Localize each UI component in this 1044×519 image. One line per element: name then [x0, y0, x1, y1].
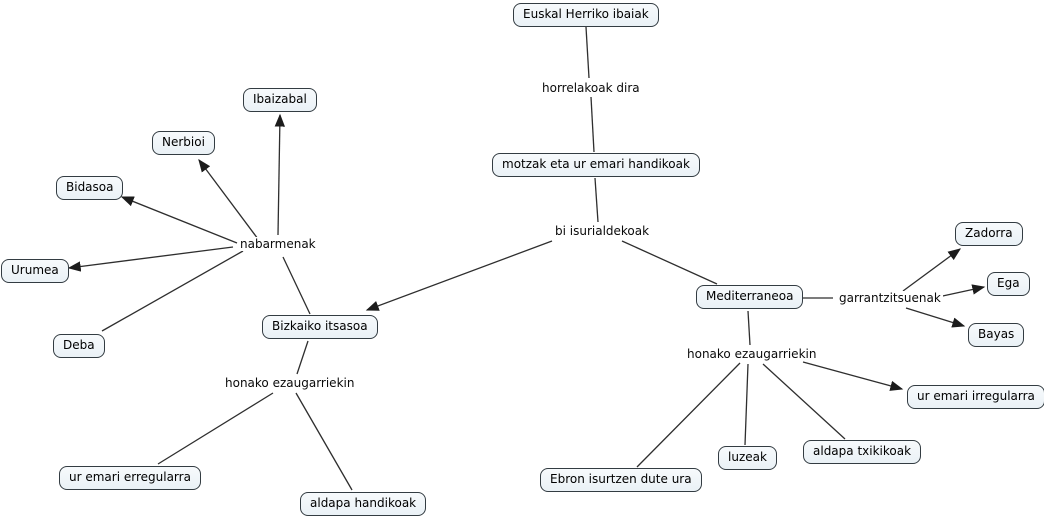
concept-luzeak[interactable]: luzeak	[718, 446, 777, 470]
edge-garrantzitsuenak-bayas	[905, 307, 966, 328]
edge-honako-right-aldapa-txikikoak	[762, 363, 846, 440]
edge-nabarmenak-urumea	[67, 246, 234, 272]
concept-zadorra[interactable]: Zadorra	[955, 222, 1023, 246]
concept-urumea[interactable]: Urumea	[1, 259, 69, 283]
edge-nabarmenak-ibaizabal	[274, 113, 286, 236]
edge-garrantzitsuenak-zadorra	[902, 248, 962, 292]
edge-biisurialdekoak-mediterraneoa	[621, 240, 718, 285]
concept-mediterraneoa[interactable]: Mediterraneoa	[696, 285, 804, 309]
edge-mediterraneoa-honako-right	[747, 310, 751, 346]
edge-honako-left-aldapa-handikoak	[295, 392, 353, 491]
concept-ebron-isurtzen-dute-ura[interactable]: Ebron isurtzen dute ura	[540, 468, 702, 492]
linking-phrase-honako-ezaugarriekin-right[interactable]: honako ezaugarriekin	[685, 347, 819, 361]
edge-honako-right-luzeak	[744, 363, 749, 446]
concept-aldapa-handikoak[interactable]: aldapa handikoak	[300, 492, 427, 516]
linking-phrase-horrelakoak-dira[interactable]: horrelakoak dira	[540, 81, 642, 95]
edge-euskal-horrelakoak	[585, 26, 590, 79]
concept-nerbioi[interactable]: Nerbioi	[152, 131, 215, 155]
edge-nabarmenak-deba	[101, 250, 244, 332]
edge-horrelakoak-motzak	[590, 96, 595, 153]
concept-ur-emari-irregularra[interactable]: ur emari irregularra	[907, 385, 1044, 409]
linking-phrase-nabarmenak[interactable]: nabarmenak	[238, 237, 318, 251]
edge-nabarmenak-nerbioi	[198, 158, 259, 240]
linking-phrase-bi-isurialdekoak[interactable]: bi isurialdekoak	[553, 224, 652, 238]
edge-honako-right-uremari-irregularra	[802, 361, 904, 391]
edge-motzak-biisurialdekoak	[594, 177, 599, 223]
edge-nabarmenak-bidasoa	[120, 196, 238, 244]
edge-honako-left-uremari-erregularra	[157, 392, 274, 465]
concept-bizkaiko-itsasoa[interactable]: Bizkaiko itsasoa	[262, 315, 378, 339]
concept-motzak-eta-ur-emari-handikoak[interactable]: motzak eta ur emari handikoak	[492, 153, 700, 177]
edge-bizkaiko-nabarmenak	[282, 256, 311, 315]
edge-biisurialdekoak-bizkaiko	[365, 240, 553, 311]
linking-phrase-honako-ezaugarriekin-left[interactable]: honako ezaugarriekin	[223, 376, 357, 390]
edge-garrantzitsuenak-ega	[937, 284, 986, 298]
concept-aldapa-txikikoak[interactable]: aldapa txikikoak	[803, 440, 922, 464]
edge-bizkaiko-honako-left	[296, 340, 309, 375]
concept-deba[interactable]: Deba	[53, 334, 105, 358]
concept-ur-emari-erregularra[interactable]: ur emari erregularra	[59, 466, 201, 490]
linking-phrase-garrantzitsuenak[interactable]: garrantzitsuenak	[837, 291, 943, 305]
concept-bayas[interactable]: Bayas	[968, 323, 1025, 347]
concept-ega[interactable]: Ega	[987, 272, 1030, 296]
concept-ibaizabal[interactable]: Ibaizabal	[243, 88, 317, 112]
concept-euskal-herriko-ibaiak[interactable]: Euskal Herriko ibaiak	[513, 3, 659, 27]
concept-bidasoa[interactable]: Bidasoa	[56, 176, 124, 200]
